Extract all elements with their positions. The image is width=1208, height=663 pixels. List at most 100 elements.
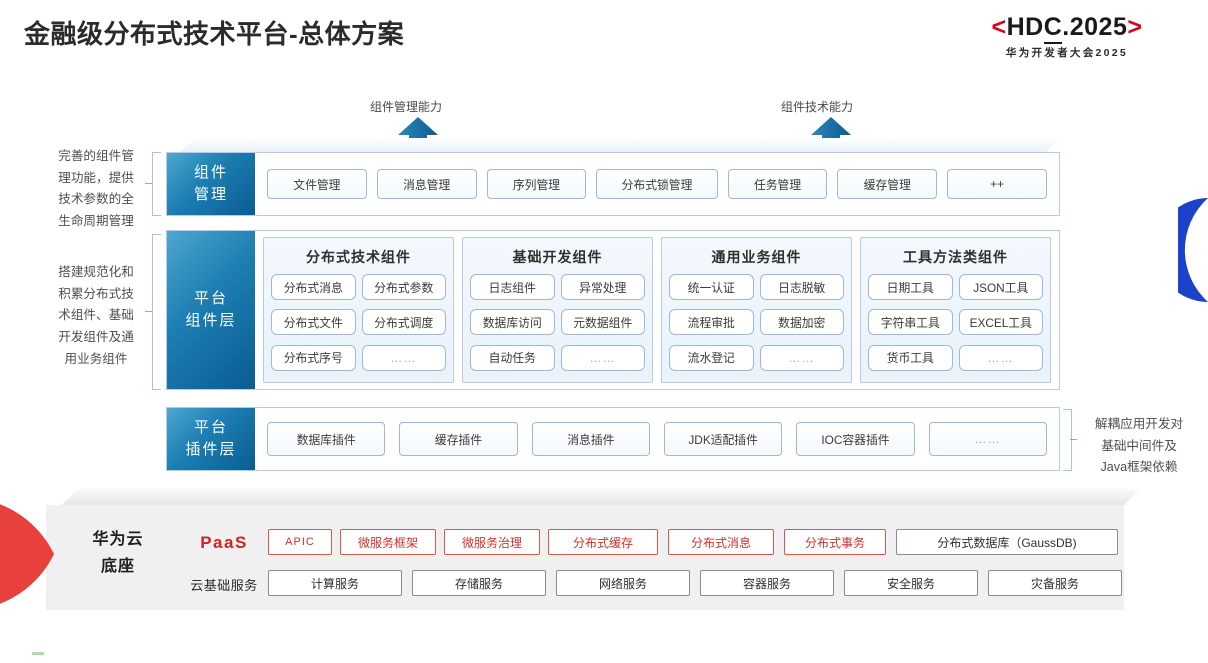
group-title: 基础开发组件 bbox=[512, 249, 603, 265]
paas-chip-distributed-cache[interactable]: 分布式缓存 bbox=[548, 529, 658, 555]
group-items: 日志组件 异常处理 数据库访问 元数据组件 自动任务 …… bbox=[470, 274, 645, 375]
layer-tag-line2: 插件层 bbox=[185, 441, 237, 458]
chip-message-mgmt[interactable]: 消息管理 bbox=[376, 169, 477, 199]
chip-cache-plugin[interactable]: 缓存插件 bbox=[399, 422, 518, 456]
chip-item[interactable]: 字符串工具 bbox=[868, 309, 953, 336]
chip-sequence-mgmt[interactable]: 序列管理 bbox=[486, 169, 587, 199]
chip-ioc-container-plugin[interactable]: IOC容器插件 bbox=[796, 422, 915, 456]
chip-task-mgmt[interactable]: 任务管理 bbox=[727, 169, 828, 199]
hdc-text-3: .2025 bbox=[1062, 13, 1128, 41]
hdc-logo: <HDC.2025> 华为开发者大会2025 bbox=[942, 13, 1192, 60]
blue-lens-decoration bbox=[1178, 198, 1208, 302]
chip-db-plugin[interactable]: 数据库插件 bbox=[267, 422, 386, 456]
group-common-business: 通用业务组件 统一认证 日志脱敏 流程审批 数据加密 流水登记 …… bbox=[661, 237, 852, 383]
chip-item[interactable]: 分布式消息 bbox=[271, 274, 356, 300]
chip-item[interactable]: 分布式文件 bbox=[271, 309, 356, 336]
chip-item[interactable]: 日志组件 bbox=[470, 274, 555, 300]
group-items: 统一认证 日志脱敏 流程审批 数据加密 流水登记 …… bbox=[669, 274, 844, 375]
chip-item-more[interactable]: …… bbox=[958, 344, 1043, 371]
annotation-left-mid: 搭建规范化和 积累分布式技 术组件、基础 开发组件及通 用业务组件 bbox=[58, 265, 134, 366]
base-label-line1: 华为云 bbox=[92, 531, 144, 548]
capability-label-management: 组件管理能力 bbox=[370, 100, 443, 114]
cloud-chip-network[interactable]: 网络服务 bbox=[556, 570, 690, 596]
chip-jdk-adapter-plugin[interactable]: JDK适配插件 bbox=[663, 422, 783, 456]
base-top-bevel bbox=[62, 489, 1140, 505]
paas-chip-distributed-database[interactable]: 分布式数据库（GaussDB) bbox=[896, 529, 1118, 555]
cloud-service-label: 云基础服务 bbox=[190, 578, 258, 593]
chip-add-more[interactable]: ++ bbox=[947, 169, 1047, 199]
layer-component-management: 组件 管理 文件管理 消息管理 序列管理 分布式锁管理 任务管理 缓存管理 ++ bbox=[166, 152, 1060, 216]
chip-item[interactable]: 分布式调度 bbox=[361, 309, 446, 336]
base-label-line2: 底座 bbox=[100, 558, 135, 576]
page-title: 金融级分布式技术平台-总体方案 bbox=[24, 19, 405, 49]
cloud-chip-storage[interactable]: 存储服务 bbox=[412, 570, 546, 596]
brace-tick bbox=[145, 311, 152, 313]
layer-tag-platform-component: 平台 组件层 bbox=[167, 231, 255, 389]
hdc-text-1: HD bbox=[1006, 13, 1044, 41]
chip-item[interactable]: 分布式序号 bbox=[271, 344, 356, 371]
chip-item-more[interactable]: …… bbox=[361, 344, 446, 371]
paas-chip-apic[interactable]: APIC bbox=[268, 529, 332, 555]
group-utility-methods: 工具方法类组件 日期工具 JSON工具 字符串工具 EXCEL工具 货币工具 …… bbox=[860, 237, 1051, 383]
chip-item[interactable]: 分布式参数 bbox=[361, 274, 446, 300]
cloud-chip-security[interactable]: 安全服务 bbox=[844, 570, 978, 596]
chip-item[interactable]: 自动任务 bbox=[470, 344, 555, 371]
plugin-chip-row: 数据库插件 缓存插件 消息插件 JDK适配插件 IOC容器插件 …… bbox=[255, 408, 1059, 470]
paas-chip-microservice-governance[interactable]: 微服务治理 bbox=[444, 529, 540, 555]
layer-platform-plugin: 平台 插件层 数据库插件 缓存插件 消息插件 JDK适配插件 IOC容器插件 …… bbox=[166, 407, 1060, 471]
group-title: 分布式技术组件 bbox=[306, 249, 411, 265]
layer-tag-line2: 管理 bbox=[193, 186, 228, 203]
chip-item[interactable]: 异常处理 bbox=[560, 274, 645, 300]
chip-item[interactable]: 元数据组件 bbox=[560, 309, 645, 336]
chip-item[interactable]: 流程审批 bbox=[669, 309, 754, 336]
chip-plugin-more[interactable]: …… bbox=[928, 422, 1047, 456]
chip-cache-mgmt[interactable]: 缓存管理 bbox=[837, 169, 938, 199]
layer-tag-line1: 平台 bbox=[193, 289, 228, 307]
hdc-text-2: C bbox=[1043, 13, 1063, 44]
chip-item[interactable]: 日期工具 bbox=[868, 274, 953, 300]
layer-platform-component: 平台 组件层 分布式技术组件 分布式消息 分布式参数 分布式文件 分布式调度 分… bbox=[166, 230, 1060, 390]
chip-file-mgmt[interactable]: 文件管理 bbox=[267, 169, 367, 199]
platform-component-groups: 分布式技术组件 分布式消息 分布式参数 分布式文件 分布式调度 分布式序号 ……… bbox=[255, 231, 1059, 389]
layer-tag-line1: 组件 bbox=[193, 163, 228, 181]
component-mgmt-top-bevel bbox=[180, 138, 1060, 152]
chip-message-plugin[interactable]: 消息插件 bbox=[531, 422, 650, 456]
paas-chip-distributed-message[interactable]: 分布式消息 bbox=[668, 529, 774, 555]
chip-item-more[interactable]: …… bbox=[560, 344, 645, 371]
layer-tag-line2: 组件层 bbox=[185, 312, 237, 329]
chip-item[interactable]: 统一认证 bbox=[669, 274, 754, 300]
brace-platform-component bbox=[152, 234, 161, 390]
paas-chip-distributed-transaction[interactable]: 分布式事务 bbox=[784, 529, 886, 555]
annotation-right-plugin: 解耦应用开发对 基础中间件及 Java框架依赖 bbox=[1094, 417, 1184, 475]
group-basic-dev: 基础开发组件 日志组件 异常处理 数据库访问 元数据组件 自动任务 …… bbox=[462, 237, 653, 383]
brace-component-mgmt bbox=[152, 152, 161, 216]
layer-tag-platform-plugin: 平台 插件层 bbox=[167, 408, 255, 470]
layer-tag-component-management: 组件 管理 bbox=[167, 153, 255, 215]
chip-item[interactable]: 日志脱敏 bbox=[759, 274, 844, 300]
chip-distributed-lock-mgmt[interactable]: 分布式锁管理 bbox=[596, 169, 718, 199]
chip-item[interactable]: 流水登记 bbox=[669, 344, 754, 371]
group-title: 工具方法类组件 bbox=[903, 249, 1008, 265]
green-marker-decoration bbox=[32, 652, 44, 655]
hdc-logo-subtitle: 华为开发者大会2025 bbox=[1005, 47, 1129, 60]
paas-chip-microservice-framework[interactable]: 微服务框架 bbox=[340, 529, 436, 555]
component-mgmt-chip-row: 文件管理 消息管理 序列管理 分布式锁管理 任务管理 缓存管理 ++ bbox=[255, 153, 1059, 215]
base-label: 华为云 底座 bbox=[64, 526, 172, 580]
brace-tick bbox=[1070, 439, 1077, 441]
cloud-chip-disaster-recovery[interactable]: 灾备服务 bbox=[988, 570, 1122, 596]
group-items: 日期工具 JSON工具 字符串工具 EXCEL工具 货币工具 …… bbox=[868, 274, 1043, 375]
chip-item-more[interactable]: …… bbox=[759, 344, 844, 371]
chip-item[interactable]: 数据库访问 bbox=[470, 309, 555, 336]
chip-item[interactable]: 货币工具 bbox=[868, 344, 953, 371]
capability-label-technology: 组件技术能力 bbox=[781, 100, 854, 114]
cloud-chip-compute[interactable]: 计算服务 bbox=[268, 570, 402, 596]
layer-tag-line1: 平台 bbox=[193, 418, 228, 436]
chip-item[interactable]: JSON工具 bbox=[958, 274, 1043, 300]
cloud-chip-container[interactable]: 容器服务 bbox=[700, 570, 834, 596]
paas-label: PaaS bbox=[200, 533, 248, 552]
chip-item[interactable]: 数据加密 bbox=[759, 309, 844, 336]
chip-item[interactable]: EXCEL工具 bbox=[958, 309, 1043, 336]
annotation-left-top: 完善的组件管 理功能，提供 技术参数的全 生命周期管理 bbox=[58, 149, 134, 228]
red-wedge-decoration bbox=[0, 504, 54, 604]
